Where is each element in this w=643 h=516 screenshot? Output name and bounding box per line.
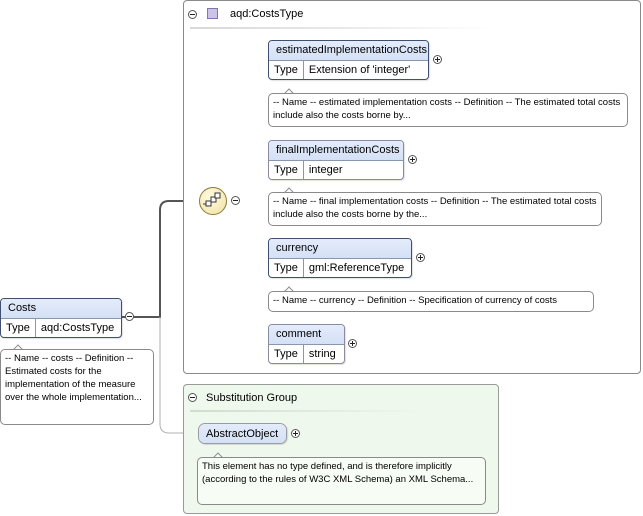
expand-icon[interactable] [433, 55, 442, 64]
expand-icon[interactable] [291, 429, 300, 438]
element-currency[interactable]: currency Type gml:ReferenceType [268, 238, 412, 278]
doc-costs: -- Name -- costs -- Definition -- Estima… [0, 349, 154, 425]
element-type-row: Type string [269, 344, 344, 363]
type-value: gml:ReferenceType [308, 262, 405, 274]
collapse-icon[interactable] [188, 393, 197, 402]
doc-abstract-object: This element has no type defined, and is… [197, 457, 486, 505]
type-label: Type [269, 161, 304, 179]
element-name: AbstractObject [199, 424, 286, 443]
doc-estimated-implementation-costs: -- Name -- estimated implementation cost… [268, 93, 628, 127]
element-name: estimatedImplementationCosts [269, 41, 428, 60]
element-comment[interactable]: comment Type string [268, 324, 345, 364]
doc-final-implementation-costs: -- Name -- final implementation costs --… [268, 192, 602, 226]
sequence-collapse-icon[interactable] [231, 196, 240, 205]
type-label: Type [1, 319, 36, 337]
substitution-group-title-underline [190, 410, 420, 412]
type-value: Extension of 'integer' [308, 64, 411, 76]
element-type-row: Type aqd:CostsType [1, 318, 121, 337]
element-final-implementation-costs[interactable]: finalImplementationCosts Type integer [268, 140, 404, 180]
connector-root-to-sequence [121, 200, 199, 318]
element-estimated-implementation-costs[interactable]: estimatedImplementationCosts Type Extens… [268, 40, 429, 80]
type-label: Type [269, 345, 304, 363]
element-type-row: Type gml:ReferenceType [269, 258, 411, 277]
type-value: aqd:CostsType [40, 322, 115, 334]
complex-type-icon [207, 8, 218, 19]
complex-type-title: aqd:CostsType [230, 8, 304, 20]
element-type-row: Type integer [269, 160, 403, 179]
expand-icon[interactable] [416, 253, 425, 262]
type-value: integer [308, 164, 343, 176]
collapse-icon[interactable] [125, 312, 134, 321]
expand-icon[interactable] [348, 339, 357, 348]
element-name: currency [269, 239, 411, 258]
sequence-icon [203, 192, 221, 207]
element-type-row: Type Extension of 'integer' [269, 60, 428, 79]
element-costs[interactable]: Costs Type aqd:CostsType [0, 298, 122, 338]
element-name: Costs [1, 299, 121, 318]
type-value: string [308, 348, 336, 360]
sequence-compositor[interactable] [199, 187, 227, 215]
element-name: comment [269, 325, 344, 344]
element-name: finalImplementationCosts [269, 141, 403, 160]
doc-currency: -- Name -- currency -- Definition -- Spe… [268, 291, 594, 312]
connector-root-to-substitution [159, 317, 198, 434]
substitution-group-title: Substitution Group [206, 392, 298, 404]
type-label: Type [269, 61, 304, 79]
collapse-icon[interactable] [188, 10, 197, 19]
type-label: Type [269, 259, 304, 277]
element-abstract-object[interactable]: AbstractObject [198, 423, 287, 444]
complex-type-title-underline [190, 27, 490, 29]
expand-icon[interactable] [408, 155, 417, 164]
